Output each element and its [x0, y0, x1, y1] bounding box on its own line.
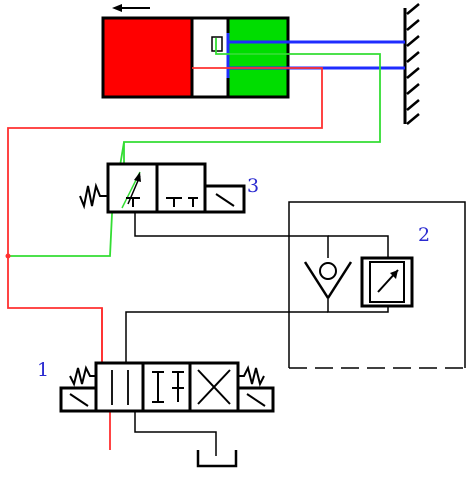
hydraulic-cylinder — [101, 4, 405, 99]
cylinder-body — [101, 16, 290, 99]
tank-icon — [196, 450, 238, 468]
check-valve-icon — [303, 261, 353, 306]
cylinder-rod-chamber — [103, 18, 192, 97]
valve-2-label: 2 — [418, 224, 431, 246]
pilot-line — [123, 38, 381, 198]
directional-valve-3 — [79, 162, 288, 237]
wall-hatch-icon — [403, 3, 420, 125]
spring-icon — [79, 182, 108, 210]
pressure-line — [7, 67, 323, 378]
valve-1-label: 1 — [37, 359, 50, 381]
spring-icon — [69, 365, 96, 387]
cylinder-piston — [192, 18, 228, 97]
direction-arrow-icon — [112, 4, 150, 12]
spring-icon — [238, 365, 265, 387]
valve-module-2 — [125, 201, 466, 378]
directional-valve-1 — [59, 361, 275, 456]
cylinder-head-chamber — [228, 18, 288, 97]
valve-3-label: 3 — [247, 175, 260, 197]
